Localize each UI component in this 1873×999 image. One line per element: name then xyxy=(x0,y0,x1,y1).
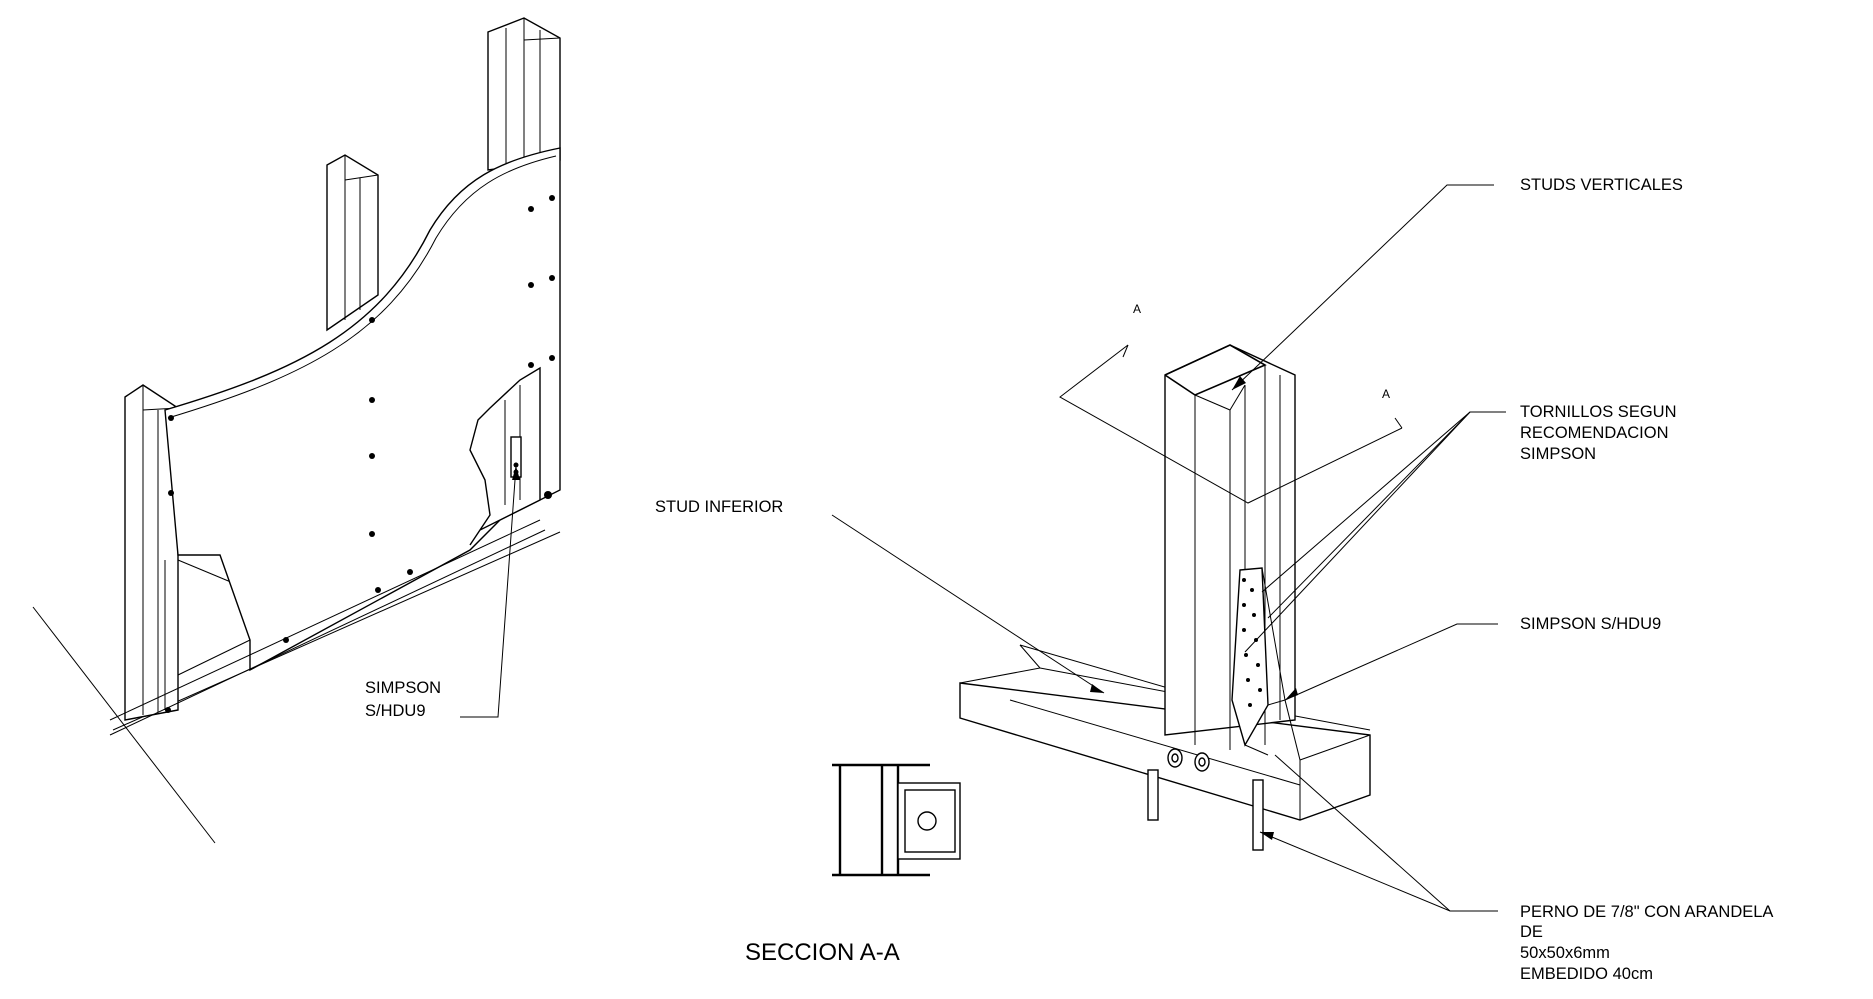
section-aa-plan xyxy=(832,763,961,877)
left-wall-view xyxy=(32,17,561,844)
section-cut-line xyxy=(1059,344,1403,504)
anchor-bolts xyxy=(1147,748,1264,851)
right-tall-stud xyxy=(487,17,561,171)
screw-dots xyxy=(165,195,555,713)
vertical-stud xyxy=(1164,344,1296,750)
label-simpson-left-line1: SIMPSON xyxy=(365,679,441,697)
label-simpson-right: SIMPSON S/HDU9 xyxy=(1520,615,1661,633)
section-mark-a-left: A xyxy=(1133,302,1141,316)
label-studs-verticales: STUDS VERTICALES xyxy=(1520,176,1683,194)
sheathing-panel xyxy=(109,147,561,736)
section-mark-a-right: A xyxy=(1382,387,1390,401)
label-perno-line3: 50x50x6mm xyxy=(1520,944,1610,962)
right-detail-view xyxy=(831,184,1506,912)
middle-stud xyxy=(326,154,379,332)
left-stud xyxy=(124,384,251,721)
label-perno-line2: DE xyxy=(1520,923,1543,941)
label-perno-line4: EMBEDIDO 40cm xyxy=(1520,965,1653,983)
label-tornillos-line1: TORNILLOS SEGUN xyxy=(1520,403,1676,421)
section-title: SECCION A-A xyxy=(745,939,900,966)
label-simpson-left-line2: S/HDU9 xyxy=(365,702,426,720)
label-stud-inferior: STUD INFERIOR xyxy=(655,498,783,516)
holddown-plate xyxy=(1231,567,1301,761)
label-tornillos-line2: RECOMENDACION xyxy=(1520,424,1669,442)
left-simpson-leader xyxy=(460,465,517,718)
label-perno-line1: PERNO DE 7/8" CON ARANDELA xyxy=(1520,903,1773,921)
label-tornillos-line3: SIMPSON xyxy=(1520,445,1596,463)
leader-lines xyxy=(831,184,1506,912)
